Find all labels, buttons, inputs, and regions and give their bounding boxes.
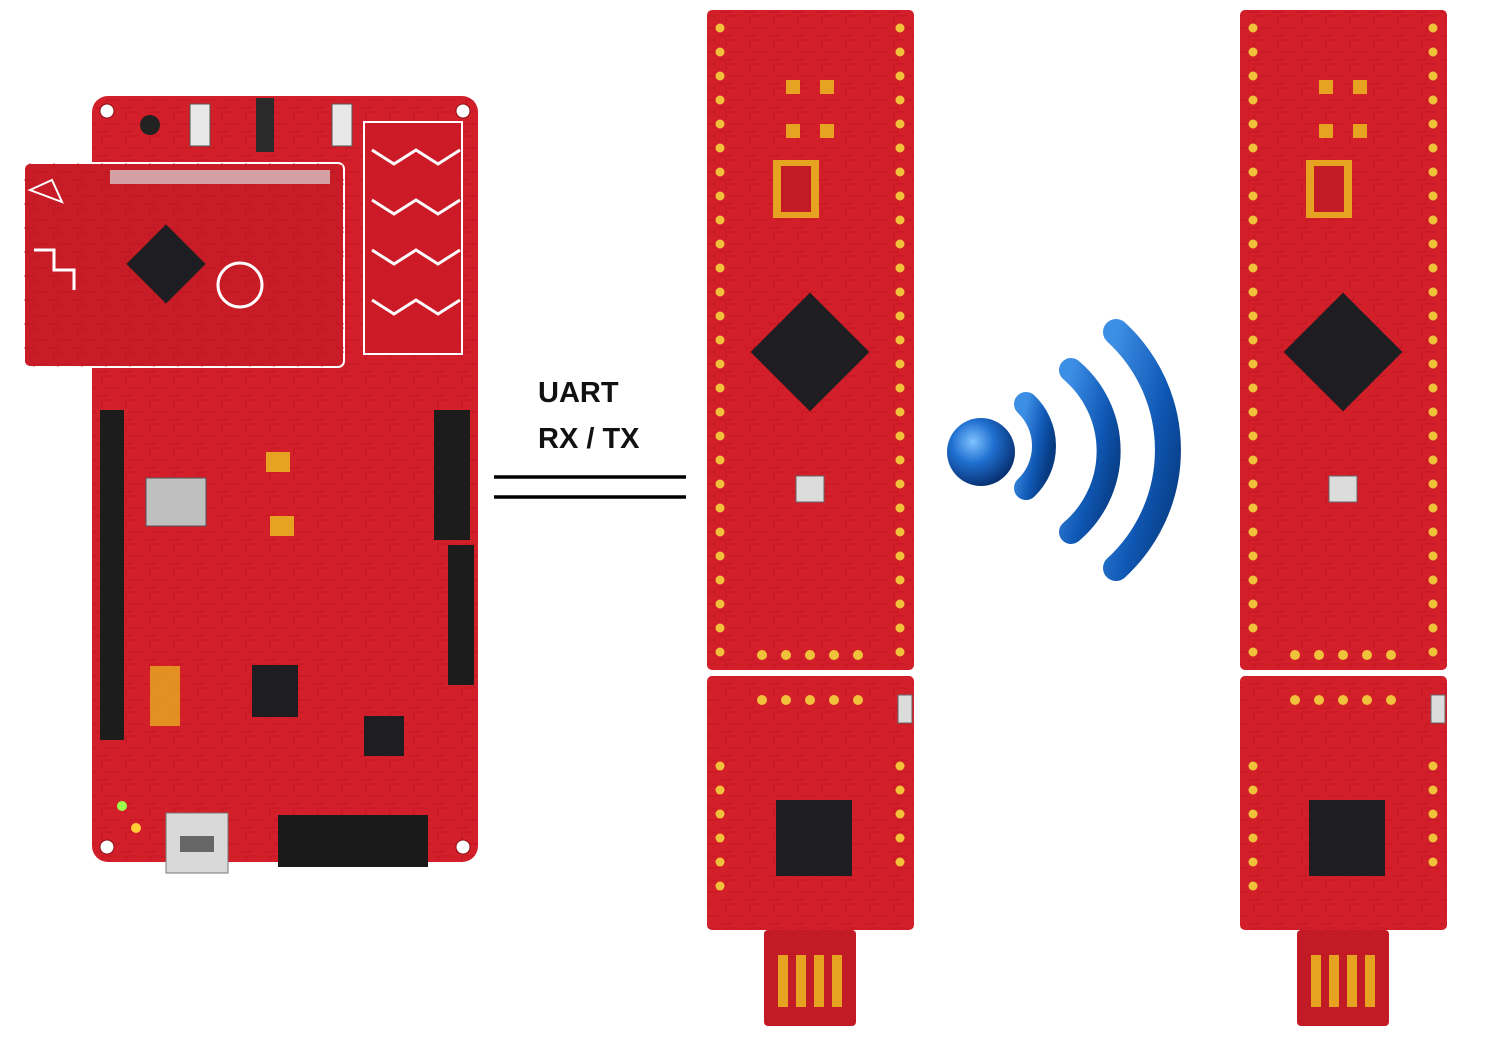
- wireless-signal-icon: [947, 319, 1181, 581]
- uart-label: UART: [538, 377, 619, 409]
- pioneer-baseboard: [23, 96, 478, 874]
- prototyping-kit-right: [1240, 10, 1447, 1026]
- prototyping-kit-middle: [707, 10, 914, 1026]
- rx-tx-label: RX / TX: [538, 423, 640, 455]
- uart-connection-line: [494, 475, 686, 499]
